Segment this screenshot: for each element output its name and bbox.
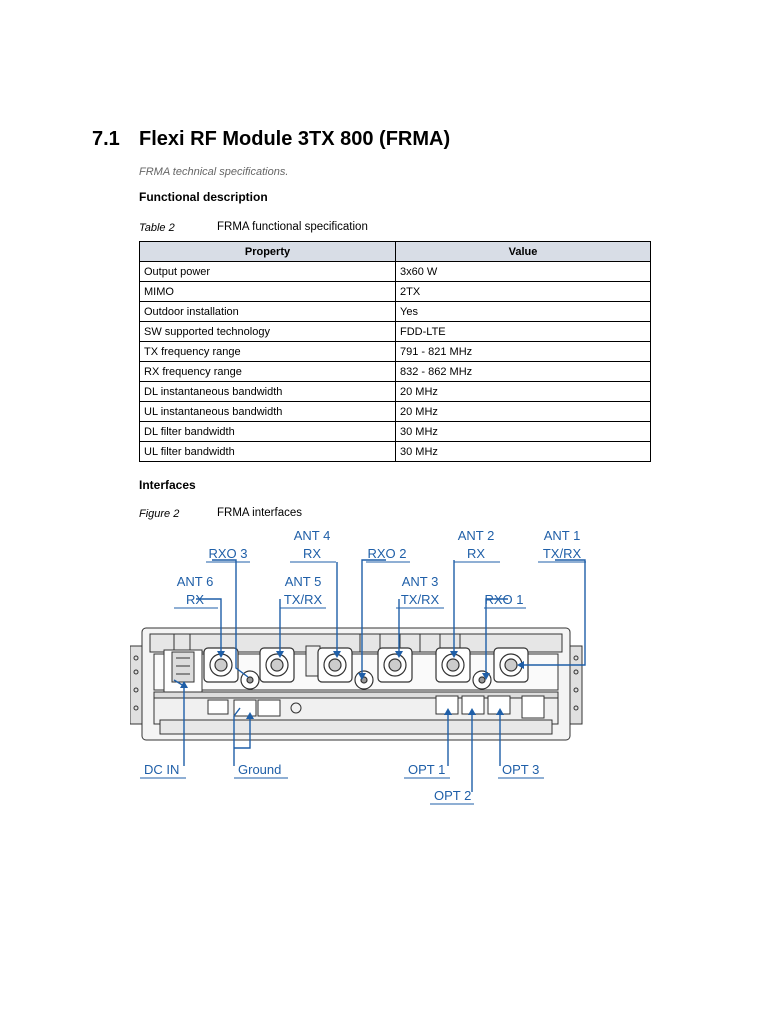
- label-ant6-rx: RX: [186, 592, 204, 607]
- label-rxo2: RXO 2: [367, 546, 406, 561]
- property-cell: Outdoor installation: [139, 301, 396, 322]
- table-caption-label: Table 2: [139, 222, 175, 234]
- label-underlines: [140, 561, 586, 805]
- label-opt1: OPT 1: [408, 762, 445, 777]
- functional-heading: Functional description: [139, 190, 268, 204]
- table-caption-text: FRMA functional specification: [217, 221, 368, 233]
- label-ant5-txrx: TX/RX: [284, 592, 323, 607]
- label-ant4-rx: RX: [303, 546, 321, 561]
- figure-caption-text: FRMA interfaces: [217, 507, 302, 519]
- label-rxo1: RXO 1: [484, 592, 523, 607]
- section-title: Flexi RF Module 3TX 800 (FRMA): [139, 128, 451, 150]
- property-cell: UL filter bandwidth: [139, 441, 396, 462]
- label-opt2: OPT 2: [434, 788, 471, 803]
- value-cell: 20 MHz: [395, 401, 651, 422]
- value-cell: FDD-LTE: [395, 321, 651, 342]
- value-cell: 3x60 W: [395, 261, 651, 282]
- property-cell: MIMO: [139, 281, 396, 302]
- property-cell: UL instantaneous bandwidth: [139, 401, 396, 422]
- value-cell: 20 MHz: [395, 381, 651, 402]
- arrowheads: [180, 651, 524, 719]
- header-property: Property: [139, 241, 396, 262]
- label-ant1-txrx: TX/RX: [543, 546, 582, 561]
- table-header-row: Property Value: [139, 241, 651, 262]
- property-cell: RX frequency range: [139, 361, 396, 382]
- label-ground: Ground: [238, 762, 281, 777]
- figure-labels: ANT 4 RX ANT 2 RX ANT 1 TX/RX RXO 3 RXO …: [144, 528, 581, 803]
- label-ant6: ANT 6: [177, 574, 214, 589]
- property-cell: SW supported technology: [139, 321, 396, 342]
- value-cell: 2TX: [395, 281, 651, 302]
- label-ant2-rx: RX: [467, 546, 485, 561]
- label-ant1: ANT 1: [544, 528, 581, 543]
- label-ant3: ANT 3: [402, 574, 439, 589]
- value-cell: 30 MHz: [395, 441, 651, 462]
- value-cell: Yes: [395, 301, 651, 322]
- label-ant3-txrx: TX/RX: [401, 592, 440, 607]
- value-cell: 30 MHz: [395, 421, 651, 442]
- value-cell: 791 - 821 MHz: [395, 341, 651, 362]
- label-opt3: OPT 3: [502, 762, 539, 777]
- interfaces-heading: Interfaces: [139, 478, 196, 492]
- label-dc-in: DC IN: [144, 762, 179, 777]
- label-ant5: ANT 5: [285, 574, 322, 589]
- property-cell: Output power: [139, 261, 396, 282]
- header-value: Value: [395, 241, 651, 262]
- label-ant2: ANT 2: [458, 528, 495, 543]
- label-ant4: ANT 4: [294, 528, 331, 543]
- property-cell: TX frequency range: [139, 341, 396, 362]
- frma-interfaces-figure: ANT 4 RX ANT 2 RX ANT 1 TX/RX RXO 3 RXO …: [130, 528, 586, 805]
- intro-text: FRMA technical specifications.: [139, 166, 289, 178]
- value-cell: 832 - 862 MHz: [395, 361, 651, 382]
- figure-caption-label: Figure 2: [139, 508, 180, 520]
- section-number: 7.1: [92, 128, 120, 150]
- antenna-connectors: [203, 647, 529, 690]
- property-cell: DL filter bandwidth: [139, 421, 396, 442]
- property-cell: DL instantaneous bandwidth: [139, 381, 396, 402]
- label-rxo3: RXO 3: [208, 546, 247, 561]
